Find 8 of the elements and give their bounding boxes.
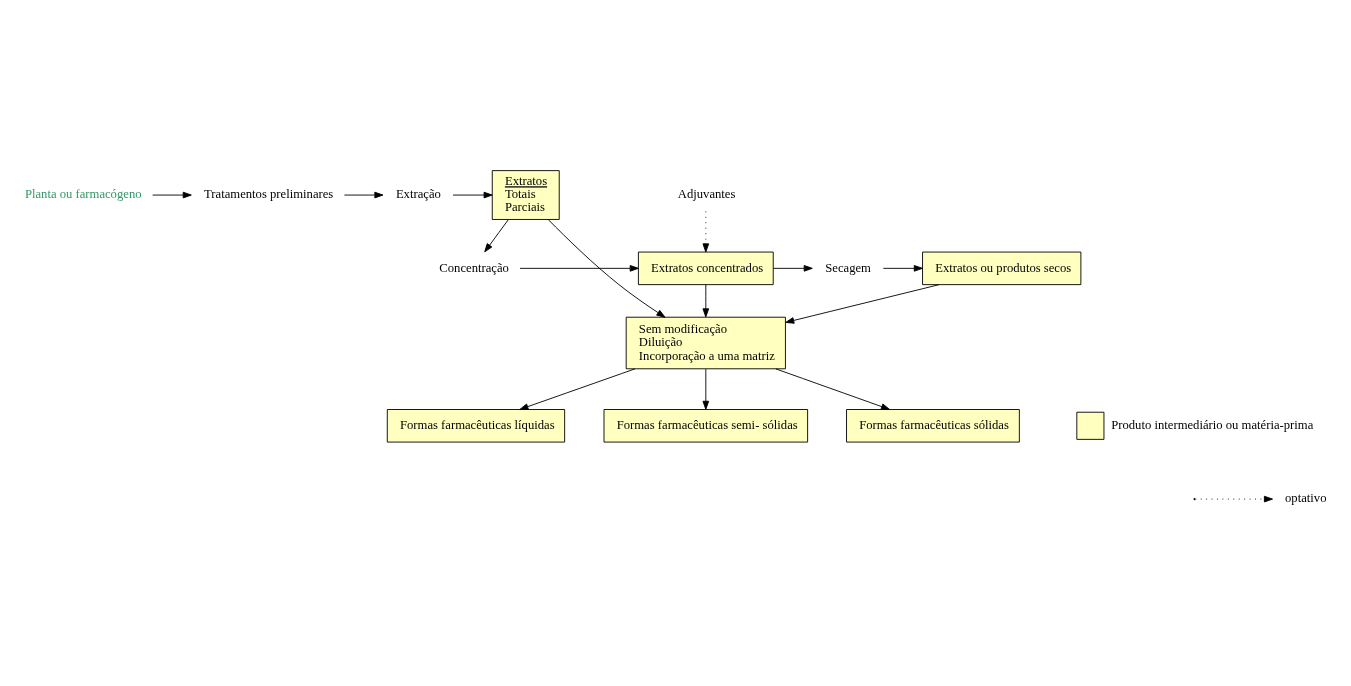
node-text: Secagem (825, 260, 871, 275)
legend-label: optativo (1285, 491, 1327, 506)
node-text: Extração (395, 187, 441, 202)
node-text: Concentração (439, 260, 509, 275)
node-text: Planta ou farmacógeno (24, 187, 142, 202)
node-text: Tratamentos preliminares (204, 187, 334, 202)
legend-label: Produto intermediário ou matéria-prima (1111, 418, 1314, 433)
node-text: Adjuvantes (677, 187, 736, 202)
